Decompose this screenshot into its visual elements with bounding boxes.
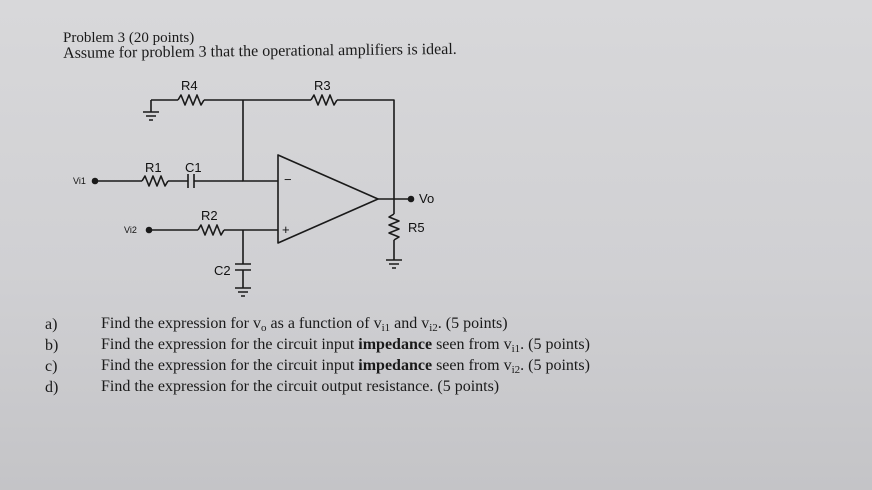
label-r3: R3 bbox=[314, 78, 331, 93]
r3-output-wire bbox=[337, 99, 395, 192]
label-vi2: Vi2 bbox=[124, 225, 137, 235]
question-a: Find the expression for vo as a function… bbox=[101, 315, 508, 334]
label-inverting: − bbox=[284, 172, 292, 187]
r5-resistor bbox=[388, 213, 400, 241]
label-vi1: Vi1 bbox=[73, 176, 86, 186]
label-r5: R5 bbox=[408, 220, 425, 235]
label-noninverting: + bbox=[282, 222, 290, 237]
question-d: Find the expression for the circuit outp… bbox=[101, 378, 500, 395]
c1-capacitor bbox=[187, 174, 195, 188]
r1-resistor bbox=[141, 175, 169, 187]
problem-title: Problem 3 (20 points) bbox=[63, 30, 195, 46]
feedback-wire bbox=[242, 100, 278, 182]
output-wire bbox=[378, 192, 411, 200]
label-r4: R4 bbox=[181, 78, 198, 93]
question-c: Find the expression for the circuit inpu… bbox=[101, 357, 590, 376]
label-vo: Vo bbox=[419, 191, 435, 206]
label-c2: C2 bbox=[214, 263, 231, 278]
r4-resistor bbox=[177, 94, 205, 106]
question-b-letter: b) bbox=[45, 337, 59, 354]
c2-ground-symbol bbox=[235, 287, 251, 297]
r2-resistor bbox=[197, 224, 225, 236]
r3-resistor bbox=[310, 94, 338, 106]
r5-ground-symbol bbox=[386, 259, 402, 269]
question-d-letter: d) bbox=[45, 379, 59, 396]
label-r2: R2 bbox=[201, 208, 218, 223]
c2-capacitor bbox=[235, 263, 251, 271]
vo-terminal bbox=[407, 195, 415, 203]
question-c-letter: c) bbox=[45, 358, 58, 375]
label-c1: C1 bbox=[185, 160, 202, 175]
question-b: Find the expression for the circuit inpu… bbox=[101, 336, 590, 355]
question-a-letter: a) bbox=[45, 316, 58, 333]
op-amp bbox=[277, 154, 379, 244]
r4-ground-symbol bbox=[143, 111, 159, 121]
label-r1: R1 bbox=[145, 160, 162, 175]
